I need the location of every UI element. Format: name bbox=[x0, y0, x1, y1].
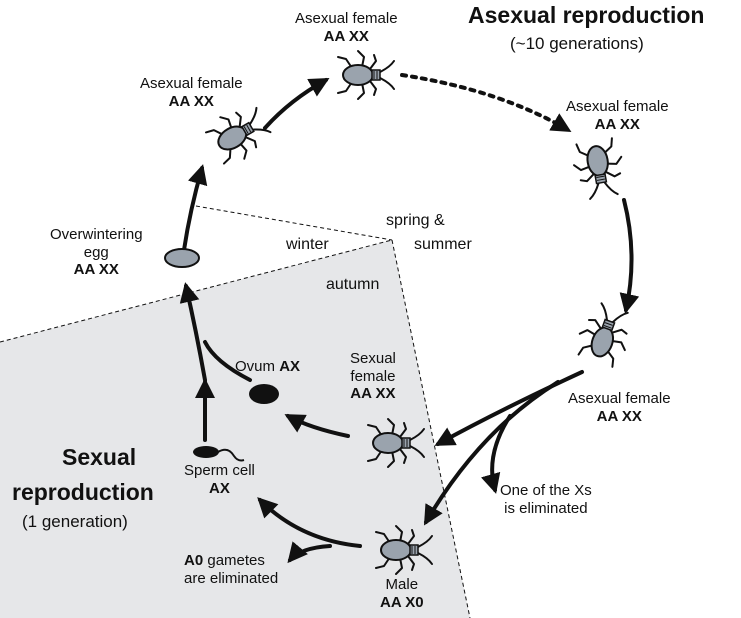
arrow-x-eliminated bbox=[480, 414, 512, 494]
stage-right-upper-label: Asexual female bbox=[566, 98, 669, 115]
arrow-a0-eliminated bbox=[287, 541, 332, 564]
stage-male-genotype: AA X0 bbox=[380, 593, 424, 611]
arrow-to-ovum bbox=[284, 414, 350, 438]
stage-sperm-genotype: AX bbox=[209, 479, 230, 497]
autumn-boundary-left bbox=[0, 239, 393, 343]
stage-egg: Overwintering egg AA XX bbox=[50, 226, 143, 279]
season-autumn: autumn bbox=[326, 276, 380, 293]
arrow-to-sperm bbox=[257, 497, 362, 548]
sperm-cell bbox=[193, 446, 245, 462]
stage-sperm-label: Sperm cell bbox=[184, 462, 255, 479]
stage-right-lower-genotype: AA XX bbox=[596, 407, 642, 425]
arrow-egg-to-female bbox=[182, 164, 208, 252]
note-a0-rest: gametes bbox=[203, 552, 265, 569]
arrow-to-egg bbox=[179, 282, 207, 382]
arrow-to-sexual-female bbox=[434, 370, 584, 446]
stage-upper-left-label: Asexual female bbox=[140, 75, 243, 92]
winter-boundary bbox=[195, 205, 393, 241]
asexual-note: (~10 generations) bbox=[510, 34, 644, 53]
overwintering-egg bbox=[164, 248, 200, 268]
aphid-top bbox=[337, 50, 395, 100]
asexual-title: Asexual reproduction bbox=[468, 2, 705, 28]
arrow-to-male bbox=[423, 380, 560, 526]
cycle-arrows bbox=[179, 73, 640, 564]
season-spring-line2: summer bbox=[414, 236, 472, 253]
stage-right-lower: Asexual female AA XX bbox=[568, 390, 671, 425]
stage-upper-left-genotype: AA XX bbox=[168, 92, 214, 110]
sexual-title-line1: Sexual bbox=[62, 444, 137, 470]
stage-sexual-female-genotype: AA XX bbox=[350, 385, 396, 403]
stage-sperm: Sperm cell AX bbox=[184, 462, 255, 497]
stage-sexual-female-line1: Sexual bbox=[350, 350, 396, 367]
stage-right-upper: Asexual female AA XX bbox=[566, 98, 669, 133]
note-x-eliminated-line2: is eliminated bbox=[504, 499, 588, 517]
season-winter: winter bbox=[286, 236, 329, 253]
note-x-eliminated: One of the Xs is eliminated bbox=[500, 482, 592, 517]
stage-right-lower-label: Asexual female bbox=[568, 390, 671, 407]
stage-upper-left: Asexual female AA XX bbox=[140, 75, 243, 110]
stage-egg-genotype: AA XX bbox=[73, 261, 119, 279]
autumn-boundary bbox=[391, 239, 471, 618]
note-a0-line2: are eliminated bbox=[184, 569, 279, 587]
autumn-region bbox=[0, 240, 470, 618]
aphid-right-upper bbox=[569, 136, 629, 202]
stage-egg-line2: egg bbox=[83, 243, 109, 261]
stage-right-upper-genotype: AA XX bbox=[594, 115, 640, 133]
stage-male-label: Male bbox=[385, 576, 419, 593]
stage-top-genotype: AA XX bbox=[323, 27, 369, 45]
sexual-note: (1 generation) bbox=[22, 512, 128, 531]
arrow-ovum-up bbox=[203, 340, 252, 382]
note-a0-line1: A0 gametes bbox=[184, 552, 278, 570]
stage-top-label: Asexual female bbox=[295, 10, 398, 27]
stage-ovum: Ovum AX bbox=[235, 358, 300, 376]
note-a0-bold: A0 bbox=[184, 552, 204, 569]
arrow-female-to-top bbox=[263, 78, 330, 130]
stage-male: Male AA X0 bbox=[380, 576, 424, 611]
stage-sexual-female-line2: female bbox=[350, 367, 396, 385]
sexual-title-line2: reproduction bbox=[12, 479, 154, 505]
stage-ovum-genotype: AX bbox=[279, 358, 301, 375]
stage-egg-line1: Overwintering bbox=[50, 226, 143, 243]
stage-ovum-label: Ovum bbox=[235, 358, 276, 375]
arrow-right-down bbox=[619, 198, 640, 314]
stage-top: Asexual female AA XX bbox=[295, 10, 398, 45]
ovum-cell bbox=[249, 384, 279, 404]
stage-sexual-female: Sexual female AA XX bbox=[350, 350, 396, 403]
note-a0: A0 gametes are eliminated bbox=[184, 552, 278, 587]
arrow-top-to-right bbox=[400, 73, 572, 133]
season-spring-line1: spring & bbox=[386, 212, 445, 229]
note-x-eliminated-line1: One of the Xs bbox=[500, 482, 592, 499]
